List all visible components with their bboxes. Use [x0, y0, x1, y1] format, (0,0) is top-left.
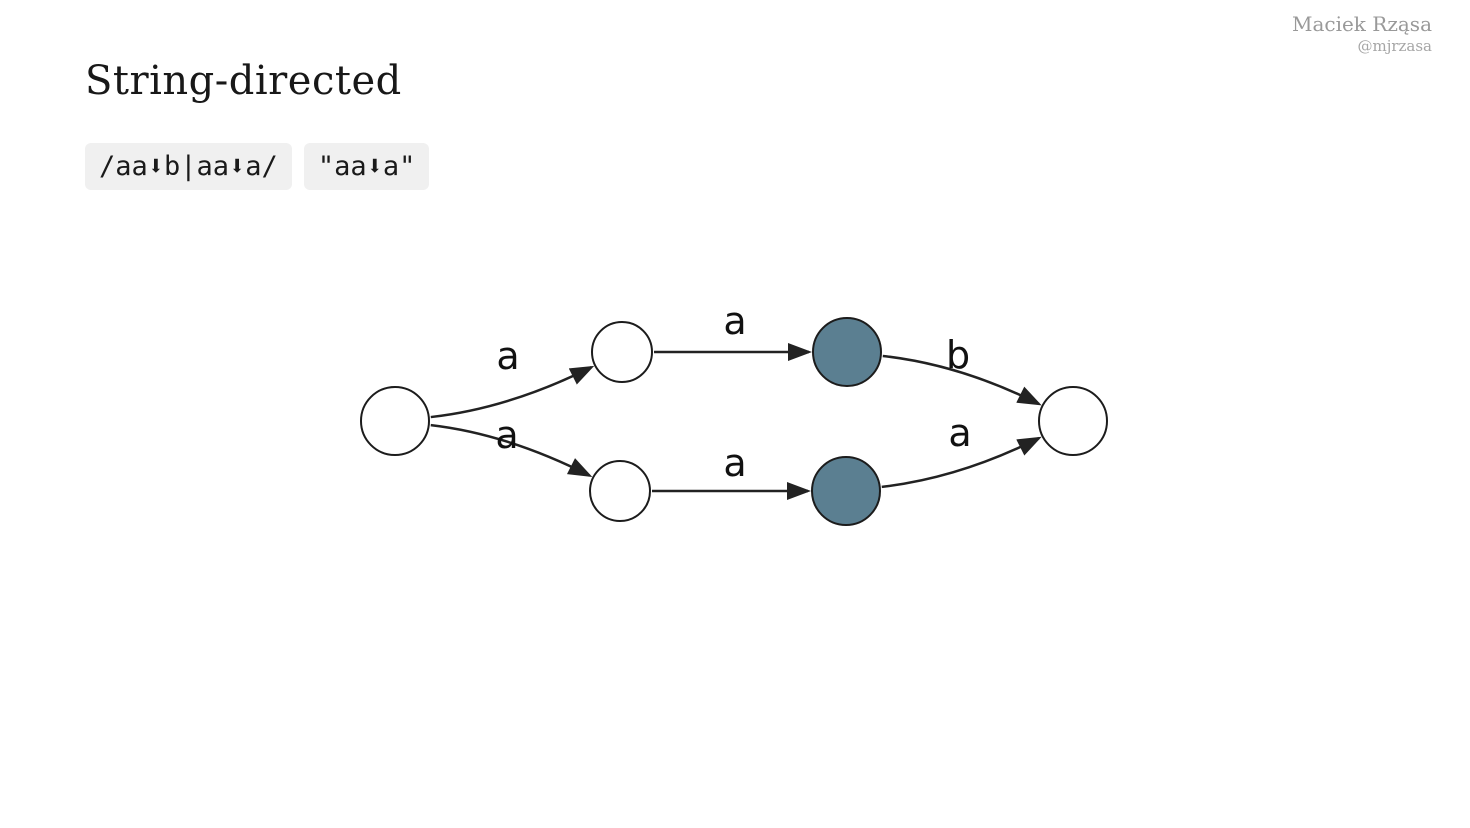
transition-label-upper-1-upper-2: a: [723, 299, 746, 343]
state-node-final: [1038, 386, 1108, 456]
state-node-upper-2-highlighted: [812, 317, 882, 387]
code-badges: /aa⬇b|aa⬇a/ "aa⬇a": [85, 143, 430, 190]
transition-label-upper-2-final: b: [946, 333, 970, 377]
state-node-lower-1: [589, 460, 651, 522]
transition-edge-start-upper-1: [430, 365, 595, 419]
author-handle: @mjrzasa: [1357, 37, 1432, 55]
state-node-start: [360, 386, 430, 456]
transition-edge-upper-2-final: [882, 354, 1042, 406]
page-title: String-directed: [85, 58, 402, 104]
transition-label-lower-2-final: a: [948, 411, 971, 455]
state-node-lower-2-highlighted: [811, 456, 881, 526]
transition-label-start-lower-1: a: [495, 413, 518, 457]
transition-edge-lower-2-final: [881, 436, 1042, 489]
transition-edge-start-lower-1: [430, 423, 593, 477]
transition-label-start-upper-1: a: [496, 334, 519, 378]
regex-badge: /aa⬇b|aa⬇a/: [85, 143, 292, 190]
author-name: Maciek Rząsa: [1291, 12, 1432, 36]
state-node-upper-1: [591, 321, 653, 383]
transition-label-lower-1-lower-2: a: [723, 441, 746, 485]
attribution: Maciek Rząsa @mjrzasa: [1292, 12, 1432, 56]
input-string-badge: "aa⬇a": [303, 143, 430, 190]
